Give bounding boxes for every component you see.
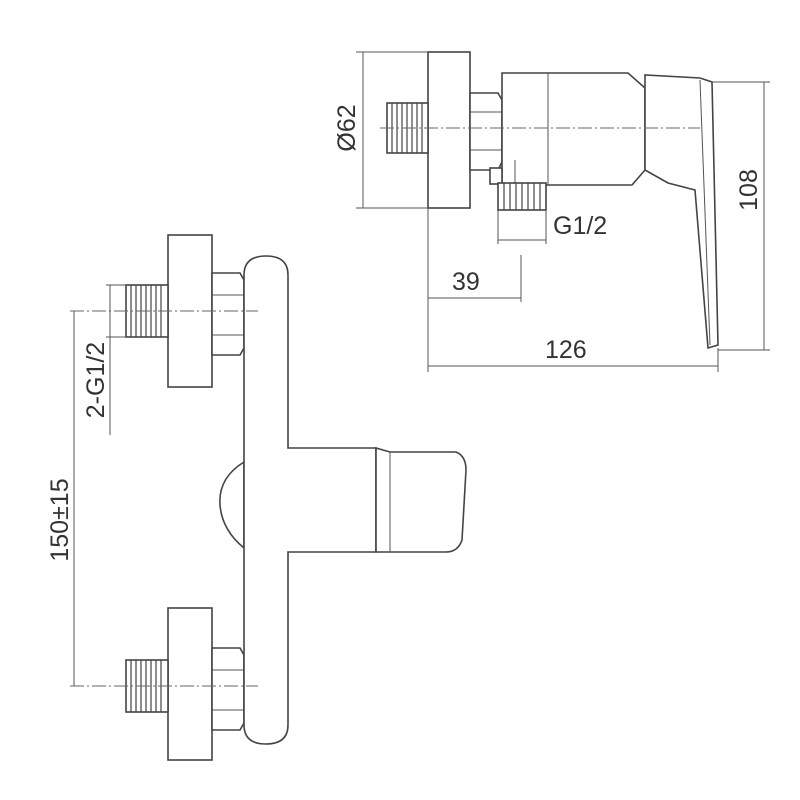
front-lower-flange <box>167 607 213 761</box>
depth-label: 126 <box>545 336 587 364</box>
side-body <box>501 72 646 186</box>
height-dimension <box>712 81 770 351</box>
front-body-boss <box>219 460 245 550</box>
inlet-thread-dimension <box>106 284 126 435</box>
offset-dimension <box>427 208 522 372</box>
side-lever-handle <box>644 74 719 350</box>
diameter-dimension <box>356 51 428 209</box>
inlet-thread-label: 2-G1/2 <box>82 342 110 418</box>
outlet-thread-dimension <box>497 210 547 244</box>
diameter-label: Ø62 <box>333 104 361 151</box>
height-label: 108 <box>735 169 763 211</box>
side-wall-flange <box>427 51 471 209</box>
front-body <box>243 255 377 745</box>
offset-label: 39 <box>452 268 480 296</box>
front-view: 2-G1/2 150±15 <box>46 234 467 761</box>
depth-dimension <box>428 348 719 372</box>
front-lower-nut <box>211 647 245 731</box>
front-handle <box>375 446 467 553</box>
front-upper-nut <box>211 272 245 356</box>
side-hex-nut <box>469 92 503 171</box>
side-outlet-collar <box>489 167 503 185</box>
center-distance-label: 150±15 <box>46 478 74 561</box>
side-view: Ø62 108 G1/2 39 126 <box>333 51 770 372</box>
outlet-thread-label: G1/2 <box>553 212 607 240</box>
